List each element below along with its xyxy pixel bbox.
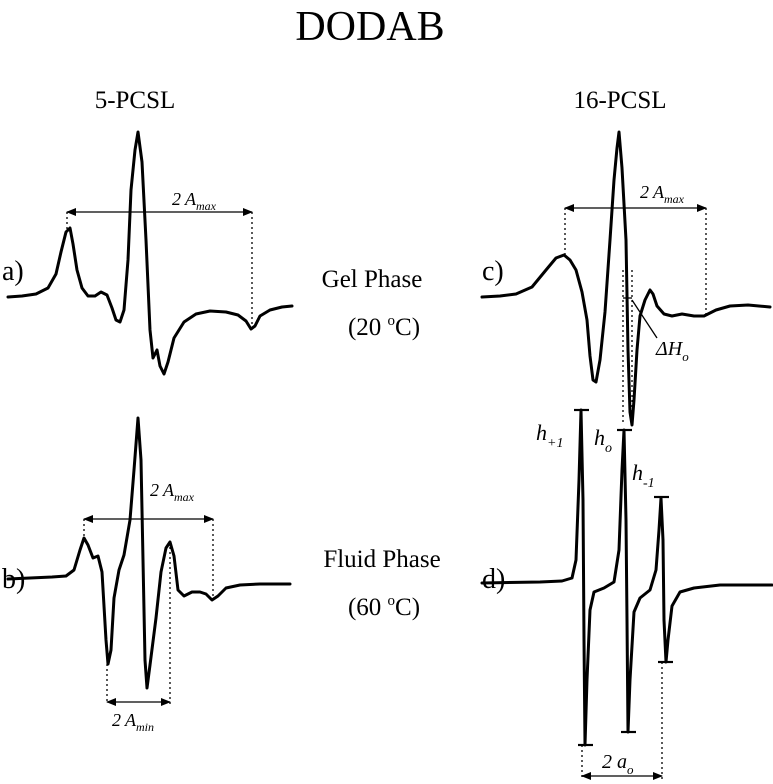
spectrum-trace-d (480, 408, 773, 747)
panel-label-c: c) (482, 256, 504, 287)
panel-label-d: d) (482, 564, 505, 595)
spectrum-trace-c (480, 130, 772, 427)
gel-phase-temperature: (20 oC) (348, 313, 420, 341)
h-plus1-label: h+1 (536, 420, 563, 451)
h-minus1-label: h-1 (632, 460, 655, 491)
gel-phase-label: Gel Phase (322, 266, 423, 293)
fluid-phase-label: Fluid Phase (323, 546, 440, 573)
column-header-5pcsl: 5-PCSL (95, 87, 176, 114)
dh-label-c: ΔHo (655, 338, 689, 364)
h0-label: ho (594, 425, 612, 456)
spectrum-trace-b (6, 416, 292, 690)
spectrum-trace-a (6, 130, 294, 376)
panel-label-a: a) (2, 256, 24, 287)
fluid-phase-temperature: (60 oC) (348, 593, 420, 621)
dh-leader-c (631, 299, 658, 339)
figure-title: DODAB (295, 4, 444, 50)
column-header-16pcsl: 16-PCSL (573, 87, 666, 114)
